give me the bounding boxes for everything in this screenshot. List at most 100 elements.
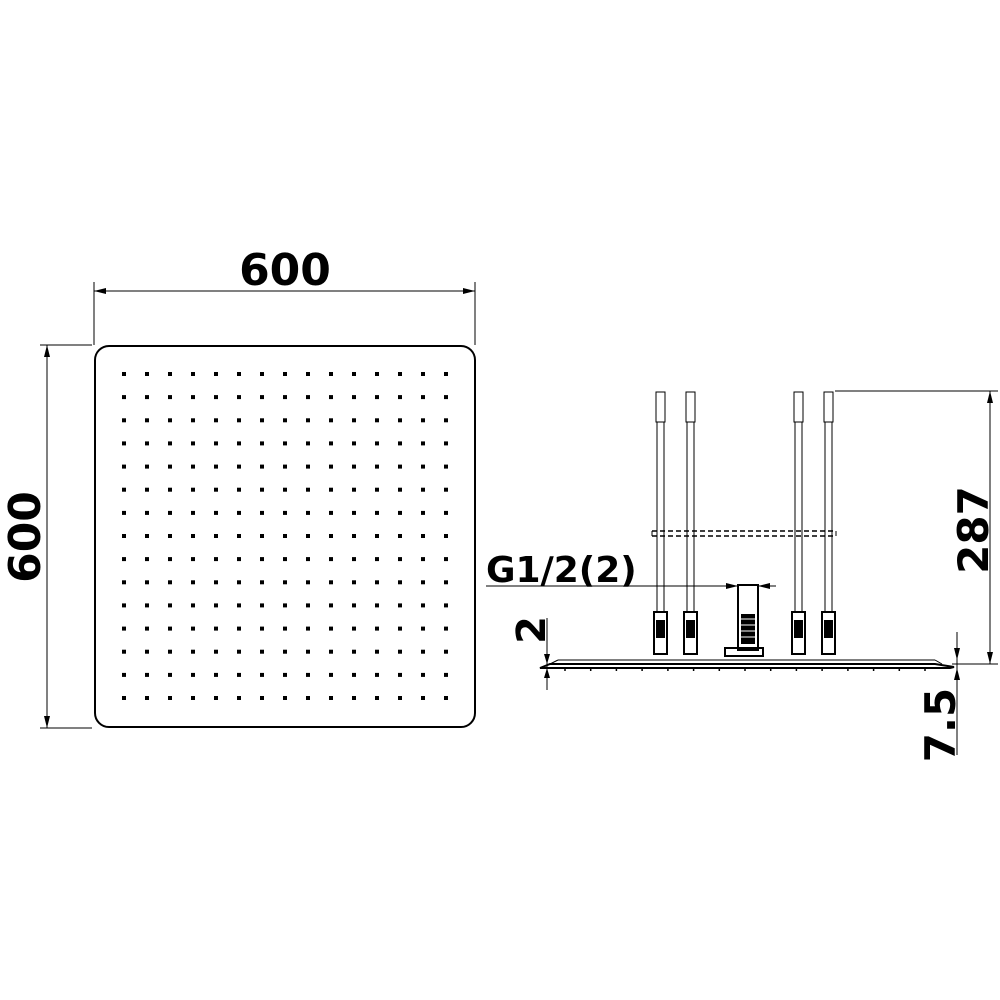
nozzle	[168, 580, 172, 585]
nozzle	[375, 372, 379, 376]
nozzle	[191, 603, 195, 608]
nozzle	[191, 626, 195, 631]
ceiling-rod	[653, 391, 668, 655]
nozzle-grid	[122, 372, 448, 700]
nozzle	[283, 626, 287, 631]
height-dimension: 600	[0, 344, 92, 729]
nozzle	[122, 672, 126, 677]
nozzle	[122, 603, 126, 608]
top-view: 600 600	[0, 245, 476, 729]
nozzle	[214, 464, 218, 469]
nozzle	[398, 464, 402, 469]
nozzle	[145, 649, 149, 654]
nozzle	[122, 372, 126, 376]
nozzle	[283, 696, 287, 700]
nozzle	[421, 696, 425, 700]
nozzle	[283, 534, 287, 538]
nozzle	[168, 557, 172, 562]
width-dimension: 600	[93, 245, 476, 345]
nozzle	[214, 603, 218, 608]
ceiling-rod	[821, 391, 836, 655]
nozzle	[214, 395, 218, 400]
nozzle	[421, 672, 425, 677]
nozzle	[444, 557, 448, 562]
nozzle	[122, 580, 126, 585]
nozzle	[283, 395, 287, 400]
nozzle	[375, 418, 379, 423]
nozzle	[329, 557, 333, 562]
nozzle	[283, 557, 287, 562]
nozzle	[214, 534, 218, 538]
nozzle	[398, 557, 402, 562]
nozzle	[168, 603, 172, 608]
nozzle	[214, 487, 218, 492]
nozzle	[260, 510, 264, 515]
nozzle	[283, 649, 287, 654]
nozzle	[421, 372, 425, 376]
nozzle	[398, 603, 402, 608]
shower-head-profile	[539, 659, 955, 671]
nozzle	[329, 418, 333, 423]
nozzle	[283, 441, 287, 446]
nozzle	[145, 372, 149, 376]
nozzle	[421, 418, 425, 423]
nozzle	[398, 395, 402, 400]
nozzle	[260, 580, 264, 585]
nozzle	[398, 649, 402, 654]
nozzle	[191, 418, 195, 423]
nozzle	[421, 580, 425, 585]
nozzle	[214, 510, 218, 515]
nozzle	[421, 441, 425, 446]
nozzle	[421, 626, 425, 631]
nozzle	[329, 626, 333, 631]
nozzle	[306, 603, 310, 608]
nozzle	[375, 534, 379, 538]
nozzle	[122, 696, 126, 700]
nozzle	[444, 464, 448, 469]
nozzle	[283, 603, 287, 608]
ceiling-rods	[653, 391, 836, 655]
nozzle	[352, 372, 356, 376]
nozzle	[237, 557, 241, 562]
nozzle	[237, 534, 241, 538]
nozzle	[168, 395, 172, 400]
ceiling-plate	[651, 530, 837, 537]
nozzle	[283, 418, 287, 423]
plate-thickness-dimension: 2	[509, 616, 555, 690]
nozzle	[352, 580, 356, 585]
nozzle	[191, 672, 195, 677]
nozzle	[145, 464, 149, 469]
nozzle	[237, 626, 241, 631]
nozzle	[444, 372, 448, 376]
nozzle	[191, 441, 195, 446]
nozzle	[283, 464, 287, 469]
nozzle	[375, 487, 379, 492]
nozzle	[306, 696, 310, 700]
nozzle	[214, 372, 218, 376]
nozzle	[283, 580, 287, 585]
profile-nozzles	[564, 668, 926, 671]
nozzle	[260, 418, 264, 423]
nozzle	[237, 395, 241, 400]
nozzle	[444, 487, 448, 492]
nozzle	[283, 672, 287, 677]
nozzle	[306, 395, 310, 400]
nozzle	[421, 510, 425, 515]
nozzle	[168, 534, 172, 538]
nozzle	[260, 557, 264, 562]
nozzle	[168, 441, 172, 446]
nozzle	[329, 487, 333, 492]
ceiling-rod	[683, 391, 698, 655]
nozzle	[168, 418, 172, 423]
nozzle	[191, 534, 195, 538]
nozzle	[329, 395, 333, 400]
nozzle	[329, 580, 333, 585]
nozzle	[168, 372, 172, 376]
nozzle	[122, 395, 126, 400]
inlet-thread-callout: G1/2(2)	[486, 550, 776, 591]
nozzle	[398, 441, 402, 446]
nozzle	[145, 487, 149, 492]
nozzle	[191, 372, 195, 376]
nozzle	[168, 626, 172, 631]
